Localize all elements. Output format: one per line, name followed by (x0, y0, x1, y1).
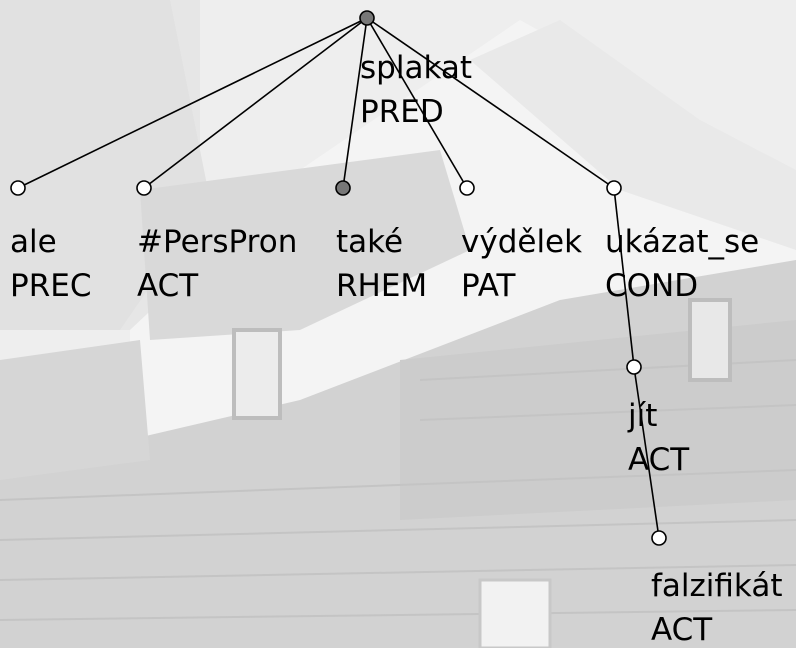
node-functor: PAT (461, 268, 516, 304)
node-lemma: ukázat_se (605, 224, 760, 260)
node-functor: RHEM (336, 268, 428, 304)
node-lemma: #PersPron (137, 224, 298, 260)
node-perspron-icon (136, 180, 152, 196)
node-lemma: jít (628, 398, 658, 434)
node-perspron-label: #PersPron ACT (137, 220, 297, 308)
node-ukazat-label: ukázat_se COND (605, 220, 759, 308)
node-take-icon (335, 180, 351, 196)
node-lemma: ale (10, 224, 57, 260)
edge-root-perspron (143, 17, 368, 189)
node-ale-label: ale PREC (10, 220, 91, 308)
node-jit-icon (626, 359, 642, 375)
root-node-icon (359, 10, 375, 26)
edge-jit-falzifikat (633, 366, 660, 539)
node-functor: ACT (137, 268, 199, 304)
node-jit-label: jít ACT (628, 394, 689, 482)
node-vydelek-label: výdělek PAT (461, 220, 582, 308)
edge-root-ale (17, 17, 368, 189)
node-ale-icon (10, 180, 26, 196)
edge-root-vydelek (366, 17, 468, 189)
node-falzifikat-label: falzifikát ACT (651, 564, 783, 652)
root-functor: PRED (360, 94, 444, 130)
root-lemma: splakat (360, 50, 472, 86)
node-lemma: také (336, 224, 404, 260)
edge-root-take (342, 17, 368, 189)
node-functor: ACT (628, 442, 690, 478)
node-falzifikat-icon (651, 530, 667, 546)
edge-ukazat-jit (613, 187, 635, 368)
root-label: splakat PRED (360, 46, 472, 134)
node-lemma: výdělek (461, 224, 583, 260)
node-ukazat-icon (606, 180, 622, 196)
node-lemma: falzifikát (651, 568, 783, 604)
edge-root-ukazat (366, 17, 615, 189)
node-vydelek-icon (459, 180, 475, 196)
node-take-label: také RHEM (336, 220, 427, 308)
node-functor: PREC (10, 268, 92, 304)
node-functor: COND (605, 268, 699, 304)
node-functor: ACT (651, 612, 713, 648)
